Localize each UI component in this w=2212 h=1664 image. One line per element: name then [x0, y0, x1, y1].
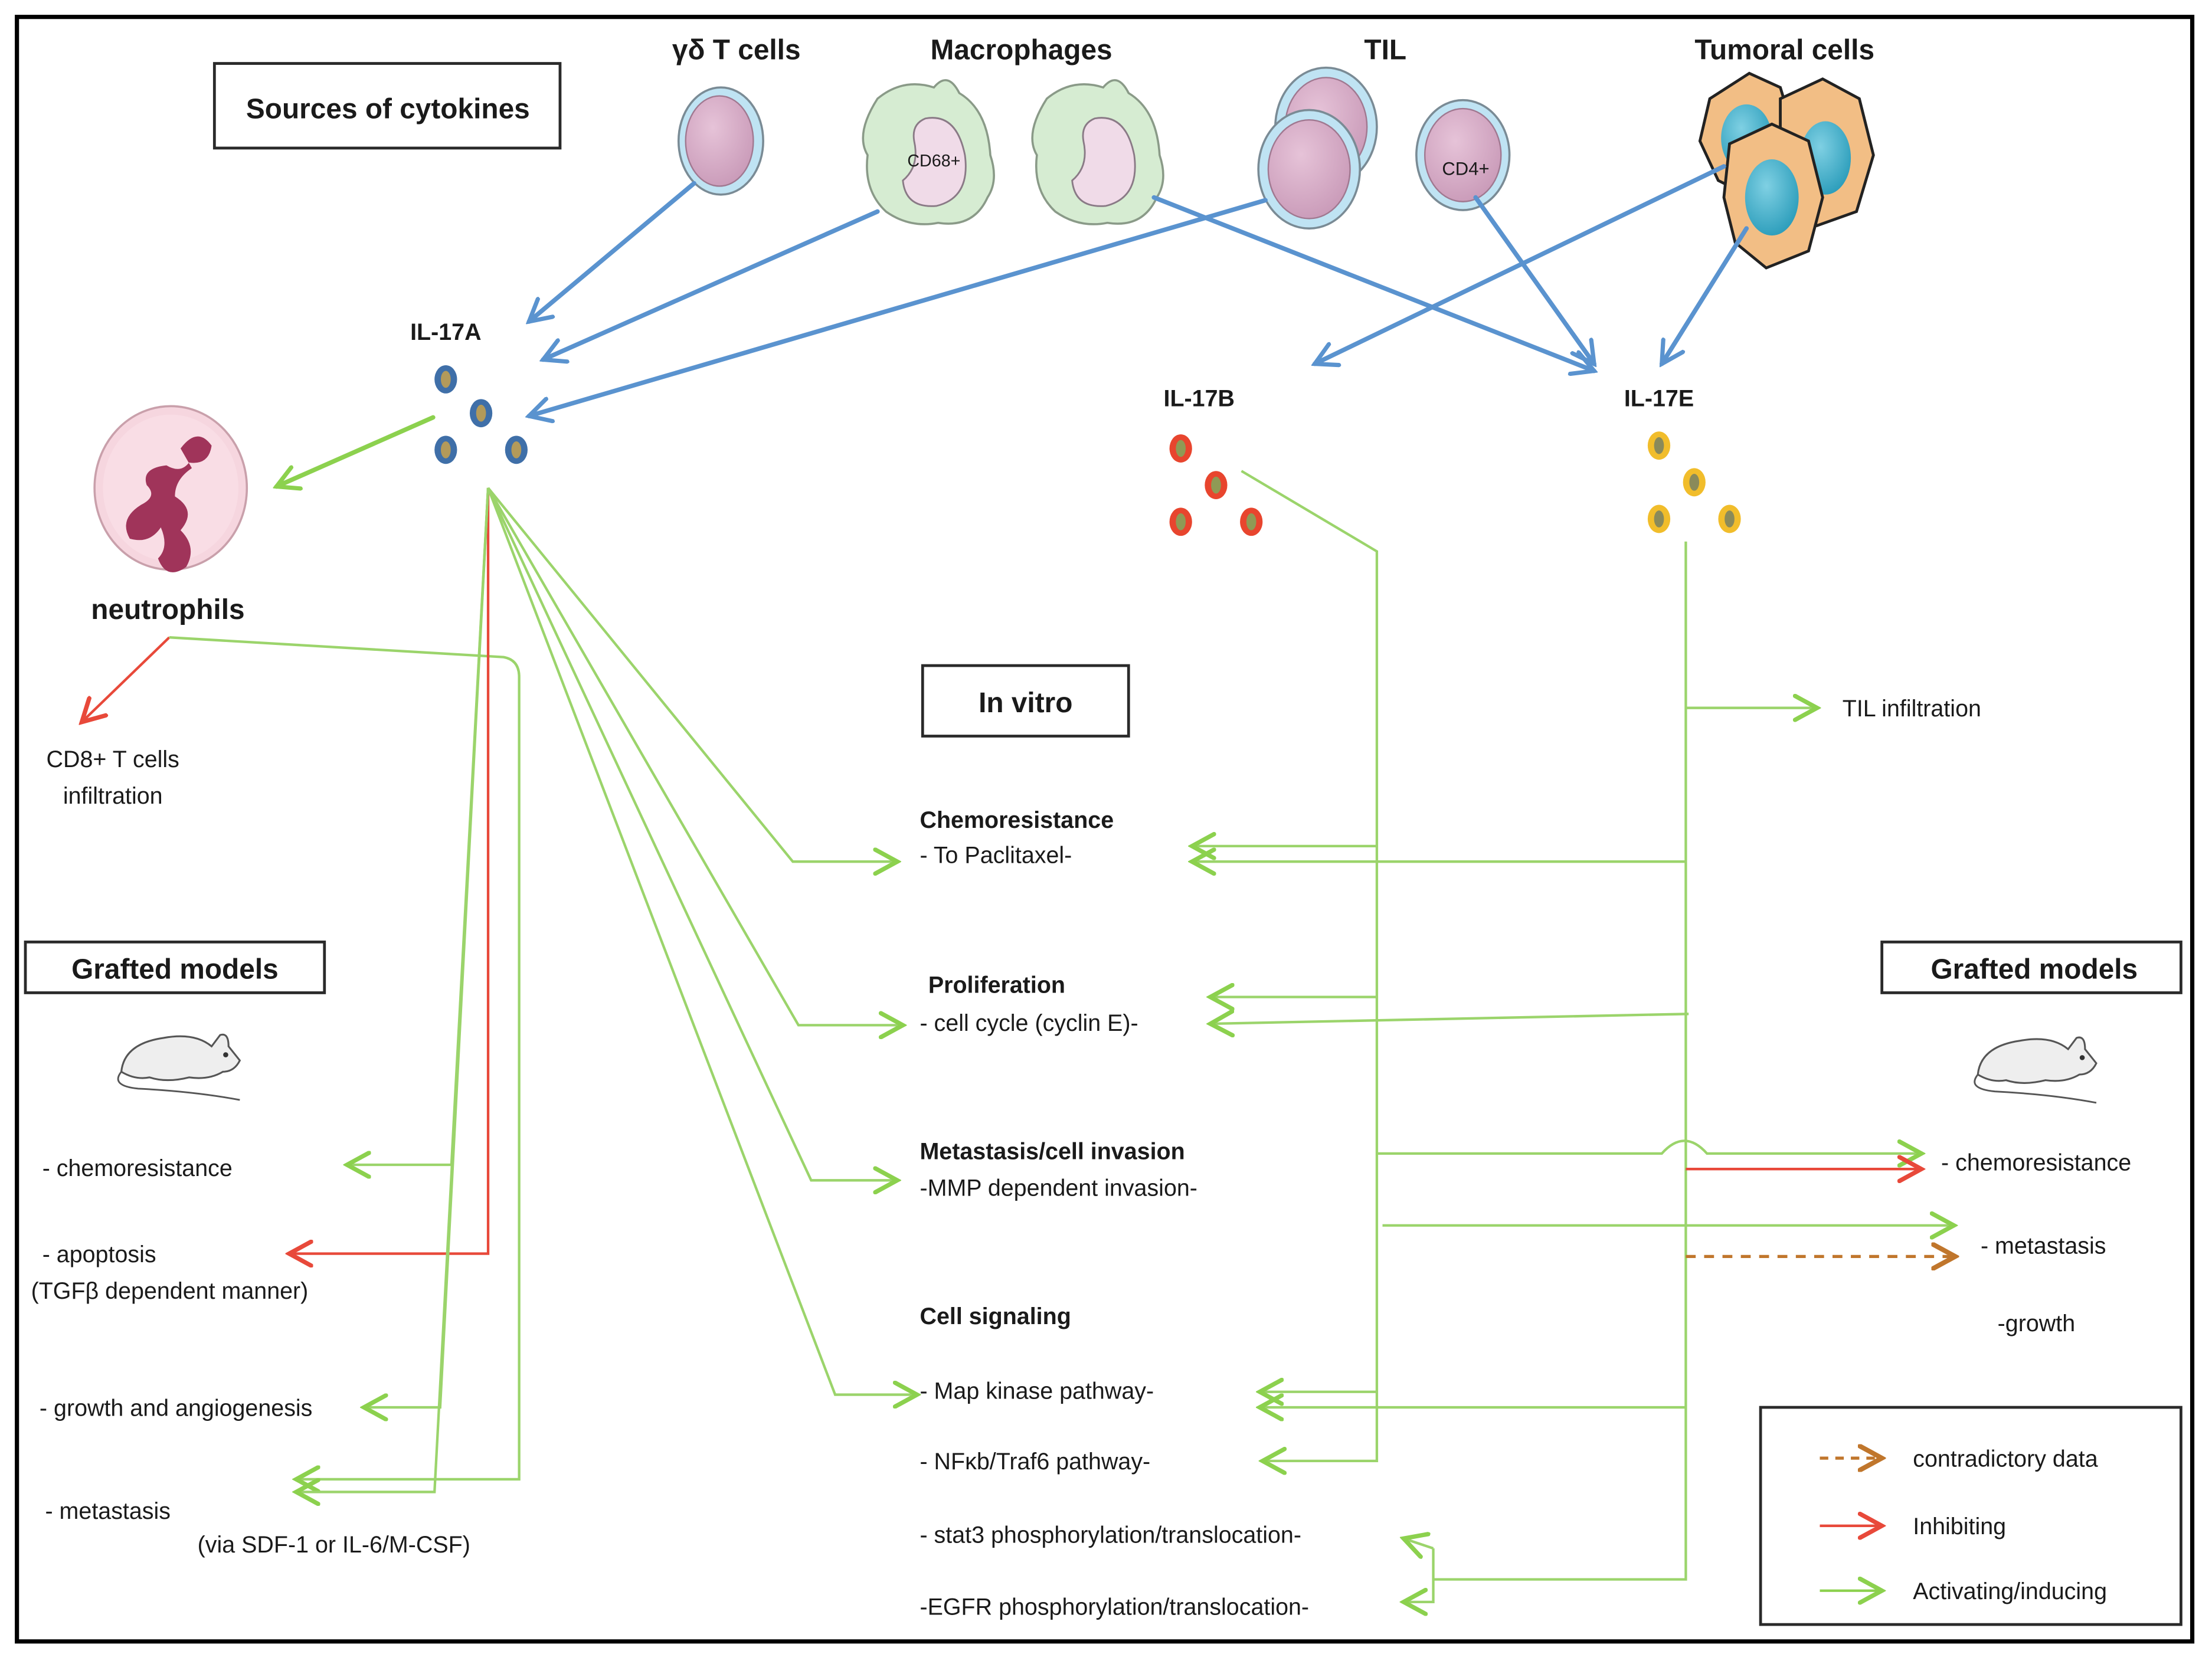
arrow-il17e-to-egfr [1403, 1548, 1435, 1602]
il17b-molecule-core [1211, 476, 1221, 494]
invitro-chemoresistance-title: Chemoresistance [920, 807, 1114, 833]
grafted-right-growth: -growth [1998, 1311, 2075, 1337]
invitro-cell-signaling-title: Cell signaling [920, 1303, 1071, 1329]
arrow-macrophage-to-il17a [543, 209, 880, 359]
grafted-left-apoptosis: - apoptosis [42, 1242, 156, 1267]
grafted-left-metastasis-note: (via SDF-1 or IL-6/M-CSF) [198, 1532, 470, 1558]
il17e-molecule-core [1654, 437, 1664, 454]
gd-t-cell-icon [677, 86, 764, 196]
sources-title: Sources of cytokines [246, 94, 530, 125]
il17e-molecule-core [1654, 510, 1664, 528]
invitro-stat3: - stat3 phosphorylation/translocation- [920, 1522, 1301, 1548]
in-vitro-label: In vitro [979, 687, 1072, 719]
arrow-il17a-to-map-kinase [487, 487, 917, 1395]
grafted-left-metastasis: - metastasis [45, 1498, 171, 1524]
mouse-icon-left [117, 1033, 241, 1101]
source-label-til: TIL [1364, 34, 1406, 65]
arrow-il17e-to-proliferation [1210, 1014, 1689, 1024]
grafted-left-label: Grafted models [71, 954, 279, 985]
il17b-molecule-core [1176, 440, 1186, 457]
il17b-molecule-core [1176, 513, 1186, 530]
cd4-marker: CD4+ [1442, 158, 1489, 179]
il17e-cytokine-icon [1647, 431, 1741, 533]
neutrophils-label: neutrophils [91, 594, 244, 625]
legend-item-contradictory: contradictory data [1820, 1446, 2098, 1472]
source-label-macrophages: Macrophages [931, 34, 1112, 65]
arrow-neutrophils-inhibit-cd8 [82, 636, 171, 722]
grafted-right-label: Grafted models [1931, 954, 2138, 985]
legend-label-inhibiting: Inhibiting [1913, 1514, 2006, 1539]
source-label-tumoral-cells: Tumoral cells [1694, 34, 1874, 65]
arrow-il17a-to-neutrophils [277, 415, 436, 486]
arrow-il17a-inhibit-apoptosis [289, 487, 490, 1254]
cd8-infiltration-line1: CD8+ T cells [47, 746, 179, 772]
legend-label-activating: Activating/inducing [1913, 1578, 2107, 1604]
sources-title-box: Sources of cytokines [212, 62, 562, 150]
legend: contradictory data Inhibiting Activating… [1759, 1406, 2182, 1626]
source-arrows [529, 164, 1749, 416]
il17b-molecule-core [1246, 513, 1256, 530]
grafted-left-chemoresistance: - chemoresistance [42, 1155, 233, 1181]
arrow-tumoral-to-il17e [1662, 226, 1749, 363]
arrow-cd4-to-il17e [1473, 195, 1594, 364]
il17e-label: IL-17E [1624, 385, 1694, 411]
invitro-nfkb: - NFκb/Traf6 pathway- [920, 1449, 1150, 1475]
il17a-molecule-core [476, 404, 486, 422]
il17b-cytokine-icon [1169, 434, 1263, 536]
il17e-molecule-core [1689, 473, 1700, 491]
invitro-proliferation-item: - cell cycle (cyclin E)- [920, 1010, 1138, 1036]
il17a-molecule-core [511, 441, 522, 458]
grafted-left-box: Grafted models [24, 941, 326, 994]
cd4-t-cell-icon: CD4+ [1415, 99, 1511, 211]
arrow-il17a-to-proliferation [487, 487, 903, 1026]
arrow-il17a-to-metastasis-graft [296, 487, 490, 1492]
source-label-gd-t-cells: γδ T cells [672, 34, 801, 65]
il17b-effect-arrows [1192, 470, 1954, 1461]
invitro-metastasis-title: Metastasis/cell invasion [920, 1138, 1184, 1164]
invitro-metastasis-item: -MMP dependent invasion- [920, 1175, 1197, 1201]
outer-frame [15, 15, 2195, 1644]
invitro-proliferation-title: Proliferation [928, 972, 1065, 998]
arrow-macrophage-to-il17e [1151, 195, 1594, 371]
tumoral-cells-icon [1698, 71, 1875, 270]
arrow-il17a-to-chemoresistance-vitro [487, 487, 897, 862]
grafted-right-metastasis: - metastasis [1981, 1233, 2106, 1259]
il17a-effect-arrows [289, 487, 917, 1492]
til-infiltration-label: TIL infiltration [1843, 696, 1981, 722]
il17b-label: IL-17B [1164, 385, 1235, 411]
mouse-icon-right [1974, 1036, 2098, 1104]
il17e-molecule-core [1725, 510, 1735, 528]
grafted-right-box: Grafted models [1880, 941, 2182, 994]
legend-label-contradictory: contradictory data [1913, 1446, 2098, 1472]
macrophage-cd68-icon: CD68+ [862, 79, 995, 225]
il17a-label: IL-17A [410, 319, 481, 345]
grafted-right-chemoresistance: - chemoresistance [1941, 1150, 2131, 1176]
arrow-il17e-to-stat3 [1403, 1538, 1434, 1548]
grafted-left-apoptosis-note: (TGFβ dependent manner) [31, 1278, 309, 1304]
invitro-chemoresistance-item: - To Paclitaxel- [920, 843, 1072, 869]
il17a-molecule-core [440, 371, 451, 388]
legend-item-inhibiting: Inhibiting [1820, 1514, 2006, 1539]
il17a-molecule-core [440, 441, 451, 458]
arrow-gdt-to-il17a [529, 181, 696, 322]
grafted-left-growth: - growth and angiogenesis [40, 1395, 312, 1421]
in-vitro-box: In vitro [921, 664, 1130, 738]
invitro-egfr: -EGFR phosphorylation/translocation- [920, 1594, 1309, 1620]
arrow-til-to-il17a [529, 198, 1268, 416]
arrow-il17a-to-metastasis-vitro [487, 487, 897, 1180]
legend-item-activating: Activating/inducing [1820, 1578, 2107, 1604]
arrow-tumoral-to-il17b [1315, 164, 1726, 364]
cd8-infiltration-line2: infiltration [63, 783, 163, 809]
il17a-cytokine-icon [434, 365, 528, 464]
til-cells-icon [1257, 66, 1378, 230]
arrow-neutrophils-to-metastasis [169, 636, 521, 1479]
il17e-trunk [1433, 541, 1687, 1581]
cd68-marker: CD68+ [907, 152, 960, 171]
invitro-map-kinase: - Map kinase pathway- [920, 1378, 1154, 1404]
neutrophil-icon [93, 405, 248, 572]
il17e-effect-arrows [1192, 541, 1955, 1602]
macrophage-icon [1031, 79, 1164, 225]
arrow-il17b-to-chemoresistance-graft [1376, 1141, 1922, 1154]
arrow-il17b-to-nfkb [1241, 470, 1379, 1461]
